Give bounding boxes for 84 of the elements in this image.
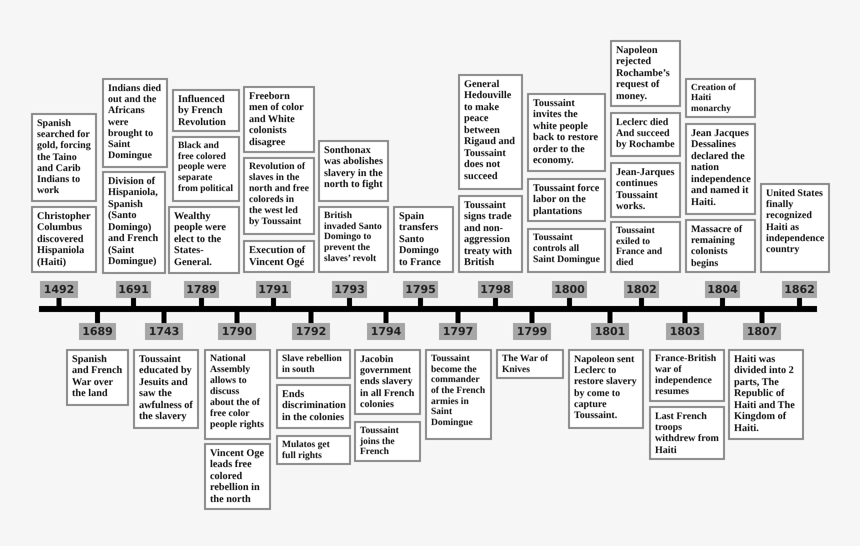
year-label: 1797 [439, 323, 477, 340]
event-box: Haiti was divided into 2 parts, The Republic of Haiti and The Kingdom of Haiti. [728, 349, 804, 440]
event-box: The War of Knives [496, 349, 564, 379]
event-box: Toussaint educated by Jesuits and saw the awfulness of the slavery [133, 349, 199, 429]
event-box: Jean Jacques Dessalines declared the nation independence and named it Haiti. [685, 123, 756, 215]
event-box: Napoleon sent Leclerc to restore slavery by come to capture Toussaint. [568, 349, 644, 429]
event-box: Toussaint controls all Saint Domingue [527, 228, 606, 273]
tick-line [56, 298, 62, 306]
year-label: 1799 [513, 323, 551, 340]
event-box: Slave rebellion in south [276, 349, 351, 379]
tick-line [95, 312, 100, 323]
tick-line [162, 312, 166, 323]
event-box: Christopher Columbus discovered Hispaniola (Haiti) [31, 206, 97, 273]
event-box: Napoleon rejected Rochambe’s request of money. [610, 40, 681, 107]
tick-line [530, 312, 534, 323]
year-label: 1802 [624, 281, 659, 298]
tick-line [347, 298, 352, 306]
tick-line [720, 298, 725, 306]
tick-line [639, 298, 644, 306]
event-box: Influenced by French Revolution [172, 89, 240, 132]
event-box: Execution of Vincent Ogé [243, 240, 315, 273]
tick-line [271, 298, 276, 306]
event-box: Last French troops withdrew from Haiti [649, 406, 725, 460]
event-box: France-British war of independence resumes [649, 349, 725, 402]
event-box: Creation of Haiti monarchy [685, 78, 756, 118]
event-box: Revolution of slaves in the north and free coloreds in the west led by Toussaint [243, 157, 315, 235]
event-box: United States finally recognized Haiti as independence country [760, 183, 830, 273]
year-label: 1862 [782, 281, 817, 298]
event-box: Spanish and French War over the land [66, 349, 129, 406]
year-label: 1803 [666, 323, 704, 340]
event-box: Ends discrimination in the colonies [276, 384, 351, 429]
year-label: 1804 [705, 281, 740, 298]
tick-line [567, 298, 572, 306]
tick-line [760, 312, 764, 323]
year-label: 1794 [367, 323, 405, 340]
event-box: Division of Hispaniola, Spanish (Santo Domingo) and French (Saint Domingue) [102, 171, 166, 274]
event-box: Sonthonax was abolishes slavery in the north to fight [318, 140, 389, 202]
year-label: 1492 [40, 281, 78, 298]
tick-line [234, 312, 240, 323]
year-label: 1793 [332, 281, 367, 298]
year-label: 1790 [218, 323, 256, 340]
event-box: Leclerc died And succeed by Rochambe [610, 112, 681, 157]
year-label: 1792 [292, 323, 330, 340]
event-box: British invaded Santo Domingo to prevent the slaves’ revolt [318, 206, 389, 273]
tick-line [682, 312, 688, 323]
event-box: Indians died out and the Africans were brought to Saint Domingue [102, 78, 168, 168]
year-label: 1798 [478, 281, 513, 298]
tick-line [456, 312, 460, 323]
year-label: 1691 [116, 281, 151, 298]
event-box: National Assembly allows to discuss about the of free color people rights [204, 349, 271, 440]
event-box: Toussaint invites the white people back to restore order to the economy. [527, 93, 606, 172]
tick-line [418, 298, 423, 306]
event-box: Black and free colored people were separate from political [172, 136, 240, 202]
timeline-bar [39, 306, 817, 312]
event-box: Massacre of remaining colonists begins [685, 219, 756, 273]
event-box: Toussaint joins the French [354, 421, 421, 462]
tick-line [493, 298, 498, 306]
year-label: 1801 [591, 323, 629, 340]
event-box: Toussaint become the commander of the French armies in Saint Domingue [425, 349, 492, 440]
tick-line [308, 312, 314, 323]
event-box: Freeborn men of color and White colonists disagree [243, 86, 315, 153]
tick-line [797, 298, 802, 306]
event-box: Jean-Jarques continues Toussaint works. [610, 162, 681, 218]
event-box: Wealthy people were elect to the States-General. [168, 206, 240, 274]
year-label: 1795 [403, 281, 438, 298]
year-label: 1807 [743, 323, 781, 340]
event-box: Vincent Oge leads free colored rebellion in the north [204, 443, 271, 510]
event-box: Toussaint force labor on the plantations [527, 178, 606, 222]
event-box: Toussaint exiled to France and died [610, 221, 681, 273]
year-label: 1743 [145, 323, 183, 340]
event-box: Spain transfers Santo Domingo to France [393, 206, 454, 273]
event-box: Jacobin government ends slavery in all French colonies [354, 349, 421, 415]
event-box: Spanish searched for gold, forcing the Taino and Carib Indians to work [31, 113, 97, 202]
tick-line [384, 312, 388, 323]
year-label: 1689 [79, 323, 116, 340]
tick-line [608, 312, 612, 323]
event-box: Mulatos get full rights [276, 435, 351, 465]
tick-line [199, 298, 204, 306]
event-box: General Hedouville to make peace between Rigaud and Toussaint does not succeed [458, 74, 523, 190]
year-label: 1789 [184, 281, 219, 298]
year-label: 1800 [552, 281, 587, 298]
tick-line [131, 298, 136, 306]
event-box: Toussaint signs trade and non-aggression treaty with British [458, 195, 523, 273]
year-label: 1791 [256, 281, 291, 298]
